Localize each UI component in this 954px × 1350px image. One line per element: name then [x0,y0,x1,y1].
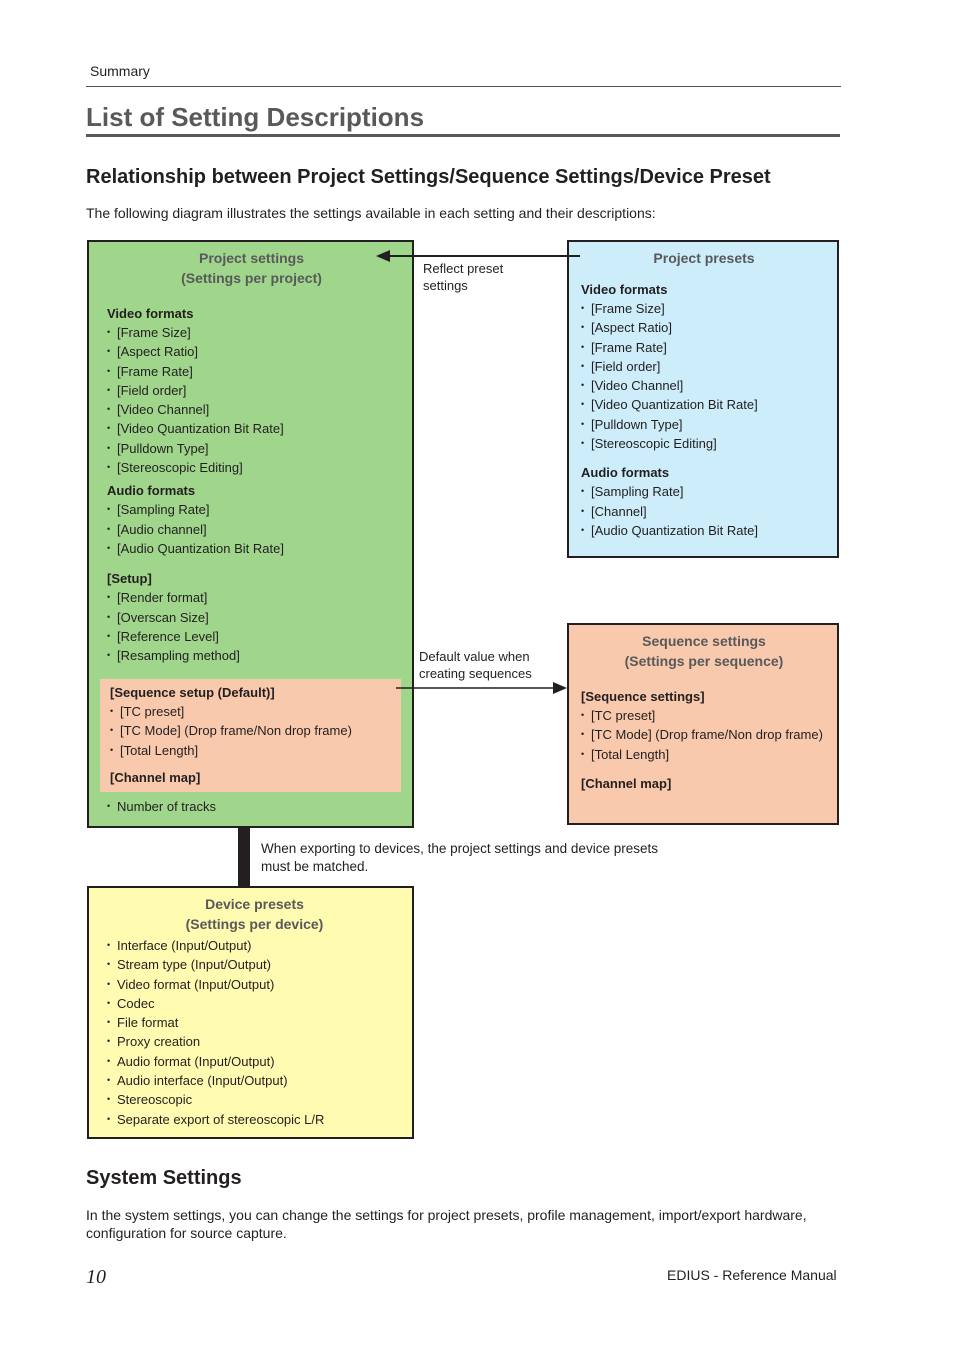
list-item: [TC Mode] (Drop frame/Non drop frame) [581,725,827,745]
list-item: [Stereoscopic Editing] [107,458,396,478]
project-settings-subtitle: (Settings per project) [181,270,322,286]
system-settings-title: System Settings [86,1167,242,1189]
tracks-item: Number of tracks [107,797,216,817]
section-title: Relationship between Project Settings/Se… [86,166,771,188]
list-item: [Frame Size] [107,323,396,343]
list-item: [Total Length] [581,745,827,765]
project-settings-title: Project settings [198,250,305,266]
list-item: Codec [107,994,402,1014]
default-arrowhead [553,682,567,694]
page-title: List of Setting Descriptions [86,102,425,132]
presets-video-list: [Frame Size][Aspect Ratio][Frame Rate][F… [581,299,827,454]
presets-audio-heading: Audio formats [581,465,670,481]
list-item: [Video Quantization Bit Rate] [107,419,396,439]
running-header: Summary [90,63,150,79]
list-item: [Field order] [581,357,827,377]
list-item: [Stereoscopic Editing] [581,434,827,454]
list-item: [Aspect Ratio] [107,342,396,362]
list-item: [Field order] [107,381,396,401]
list-item: Proxy creation [107,1032,402,1052]
sequence-setup-heading: [Sequence setup (Default)] [110,685,275,700]
audio-formats-list: [Sampling Rate][Audio channel][Audio Qua… [107,500,396,558]
list-item: [Channel] [581,502,827,522]
intro-text: The following diagram illustrates the se… [86,205,656,221]
list-item: Video format (Input/Output) [107,975,402,995]
sequence-setup-list: [TC preset][TC Mode] (Drop frame/Non dro… [110,702,391,760]
default-value-label: Default value when creating sequences [419,649,532,681]
title-rule [86,134,840,137]
reflect-arrowhead [376,250,390,262]
list-item: Audio format (Input/Output) [107,1052,402,1072]
list-item: Interface (Input/Output) [107,936,402,956]
list-item: [Total Length] [110,741,391,761]
device-presets-box: Device presets (Settings per device) Int… [87,886,414,1139]
list-item: [Resampling method] [107,646,396,666]
project-presets-title: Project presets [653,250,755,266]
channel-map-heading: [Channel map] [110,769,201,785]
list-item: [TC preset] [581,706,827,726]
list-item: File format [107,1013,402,1033]
presets-video-heading: Video formats [581,282,668,297]
sequence-setup-panel: [Sequence setup (Default)] [TC preset][T… [100,679,401,792]
list-item: [Pulldown Type] [107,439,396,459]
export-connector [238,828,250,886]
list-item: [Video Channel] [581,376,827,396]
audio-formats-heading: Audio formats [107,483,196,499]
system-settings-body: In the system settings, you can change t… [86,1207,807,1241]
header-rule [86,86,841,87]
list-item: [Frame Rate] [107,362,396,382]
list-item: [Overscan Size] [107,608,396,628]
list-item: [Audio channel] [107,520,396,540]
footer-manual-title: EDIUS - Reference Manual [667,1267,837,1283]
sequence-settings-box: Sequence settings (Settings per sequence… [567,623,839,825]
list-item: [Sampling Rate] [581,482,827,502]
setup-list: [Render format][Overscan Size][Reference… [107,588,396,665]
list-item: [Reference Level] [107,627,396,647]
list-item: Audio interface (Input/Output) [107,1071,402,1091]
list-item: [Frame Size] [581,299,827,319]
sequence-settings-heading: [Sequence settings] [581,689,705,704]
project-presets-box: Project presets Video formats [Frame Siz… [567,240,839,558]
sequence-settings-title: Sequence settings [642,633,766,649]
presets-audio-list: [Sampling Rate][Channel][Audio Quantizat… [581,482,827,540]
page-number: 10 [86,1266,106,1288]
device-presets-title: Device presets [205,896,304,912]
sequence-channel-map-heading: [Channel map] [581,775,672,791]
video-formats-heading: Video formats [107,306,194,321]
list-item: Separate export of stereoscopic L/R [107,1110,402,1130]
list-item: [Pulldown Type] [581,415,827,435]
list-item: [TC preset] [110,702,391,722]
device-presets-list: Interface (Input/Output)Stream type (Inp… [107,936,402,1129]
list-item: [TC Mode] (Drop frame/Non drop frame) [110,721,391,741]
setup-heading: [Setup] [107,571,152,587]
list-item: [Video Channel] [107,400,396,420]
list-item: [Render format] [107,588,396,608]
list-item: [Audio Quantization Bit Rate] [581,521,827,541]
sequence-settings-subtitle: (Settings per sequence) [624,653,784,669]
list-item: Stereoscopic [107,1090,402,1110]
tracks-list: Number of tracks [107,797,216,817]
sequence-settings-list: [TC preset][TC Mode] (Drop frame/Non dro… [581,706,827,764]
video-formats-list: [Frame Size][Aspect Ratio][Frame Rate][F… [107,323,396,478]
project-settings-box: Project settings (Settings per project) … [87,240,414,828]
list-item: [Sampling Rate] [107,500,396,520]
list-item: [Audio Quantization Bit Rate] [107,539,396,559]
list-item: Stream type (Input/Output) [107,955,402,975]
list-item: [Aspect Ratio] [581,318,827,338]
list-item: [Frame Rate] [581,338,827,358]
export-note: When exporting to devices, the project s… [261,841,658,874]
reflect-label: Reflect preset settings [423,261,504,293]
device-presets-subtitle: (Settings per device) [185,916,324,932]
list-item: [Video Quantization Bit Rate] [581,395,827,415]
